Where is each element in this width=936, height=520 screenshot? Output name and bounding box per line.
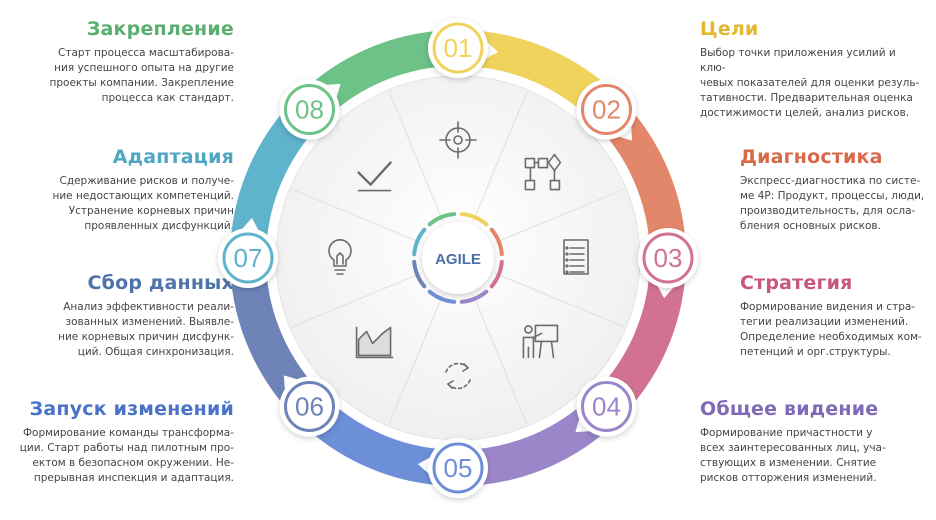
step-03-description: Стратегия Формирование видения и стра- т… bbox=[740, 272, 936, 360]
step-08-number: 08 bbox=[295, 95, 324, 125]
step-03-badge: 03 bbox=[638, 228, 698, 288]
step-04-number: 04 bbox=[592, 391, 621, 421]
step-05-text: Формирование команды трансформа- ции. Ст… bbox=[19, 427, 234, 484]
step-04-description: Общее видение Формирование причастности … bbox=[700, 398, 920, 486]
step-03-title: Стратегия bbox=[740, 272, 853, 294]
sector-divider bbox=[494, 188, 625, 244]
checklist-icon bbox=[563, 239, 589, 275]
step-01-number: 01 bbox=[444, 33, 473, 63]
step-05-number: 05 bbox=[444, 453, 473, 483]
sector-dividers bbox=[291, 91, 625, 425]
sector-divider bbox=[472, 294, 528, 425]
center-ring-segment bbox=[489, 227, 504, 257]
step-badges: 01 02 03 04 05 06 07 08 bbox=[218, 18, 698, 498]
cycle-icon bbox=[445, 362, 471, 390]
step-08-badge: 08 bbox=[279, 79, 340, 140]
step-02-text: Экспресс-диагностика по систе- ме 4Р: Пр… bbox=[740, 175, 925, 232]
step-02-description: Диагностика Экспресс-диагностика по сист… bbox=[740, 146, 936, 234]
step-02-number: 02 bbox=[592, 95, 621, 125]
sector-divider bbox=[388, 91, 444, 222]
step-05-description: Запуск изменений Формирование команды тр… bbox=[14, 398, 234, 486]
step-06-number: 06 bbox=[295, 391, 324, 421]
step-08-text: Старт процесса масштабирова- ния успешно… bbox=[49, 47, 235, 104]
center-ring-segment bbox=[427, 212, 457, 227]
step-03-number: 03 bbox=[654, 243, 683, 273]
step-06-title: Сбор данных bbox=[87, 272, 234, 294]
sector-divider bbox=[388, 294, 444, 425]
step-02-badge: 02 bbox=[576, 79, 637, 140]
step-07-title: Адаптация bbox=[112, 146, 234, 168]
step-06-badge: 06 bbox=[279, 376, 340, 437]
step-07-description: Адаптация Сдерживание рисков и получе- н… bbox=[14, 146, 234, 234]
presentation-icon bbox=[522, 324, 559, 359]
center-circle bbox=[422, 222, 494, 294]
step-02-title: Диагностика bbox=[740, 146, 883, 168]
step-01-description: Цели Выбор точки приложения усилий и клю… bbox=[700, 18, 920, 121]
step-08-title: Закрепление bbox=[86, 18, 234, 40]
step-01-title: Цели bbox=[700, 18, 759, 40]
sector-divider bbox=[291, 272, 422, 328]
step-04-title: Общее видение bbox=[700, 398, 879, 420]
step-07-number: 07 bbox=[234, 243, 263, 273]
center-ring-segment bbox=[459, 289, 489, 304]
step-01-badge: 01 bbox=[428, 18, 488, 78]
sector-divider bbox=[291, 188, 422, 244]
step-08-description: Закрепление Старт процесса масштабирова-… bbox=[14, 18, 235, 106]
center-ring bbox=[412, 212, 504, 304]
center-ring-segment bbox=[459, 212, 489, 227]
step-05-badge: 05 bbox=[428, 438, 488, 498]
center-ring-segment bbox=[412, 227, 427, 257]
step-07-text: Сдерживание рисков и получе- ние недоста… bbox=[52, 175, 234, 232]
sector-divider bbox=[472, 91, 528, 222]
flowchart-icon bbox=[524, 153, 562, 191]
step-05-title: Запуск изменений bbox=[29, 398, 234, 420]
step-01-text: Выбор точки приложения усилий и клю- чев… bbox=[700, 47, 920, 119]
sector-divider bbox=[494, 272, 625, 328]
target-icon bbox=[439, 121, 477, 159]
center-ring-segment bbox=[412, 259, 427, 289]
checkmark-icon bbox=[357, 161, 392, 192]
center-ring-segment bbox=[489, 259, 504, 289]
sector-icons bbox=[328, 121, 589, 390]
step-06-description: Сбор данных Анализ эффективности реали- … bbox=[14, 272, 234, 360]
area-chart-icon bbox=[355, 326, 394, 359]
step-03-text: Формирование видения и стра- тегии реали… bbox=[740, 301, 922, 358]
step-06-text: Анализ эффективности реали- зованных изм… bbox=[58, 301, 234, 358]
center-label: AGILE bbox=[435, 251, 481, 268]
step-07-badge: 07 bbox=[218, 228, 278, 288]
center-ring-segment bbox=[427, 289, 457, 304]
lightbulb-icon bbox=[328, 239, 352, 275]
step-04-badge: 04 bbox=[576, 376, 637, 437]
step-04-text: Формирование причастности у всех заинтер… bbox=[700, 427, 886, 484]
